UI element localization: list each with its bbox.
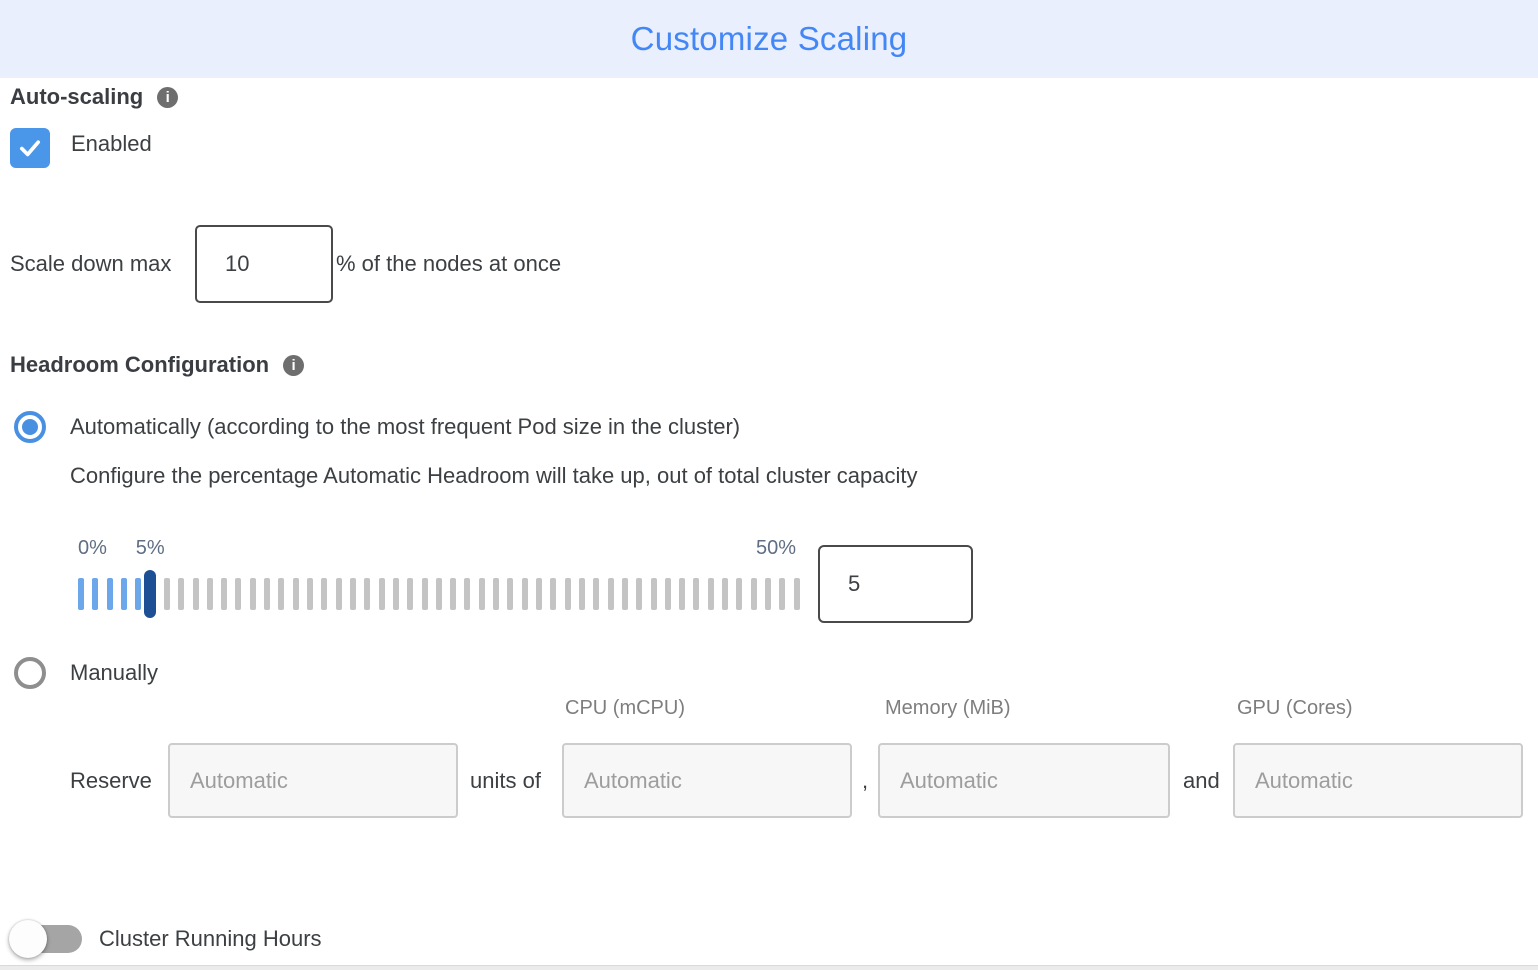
reserve-units-input[interactable]: [168, 743, 458, 818]
slider-tick: [421, 578, 428, 610]
slider-tick: [178, 578, 185, 610]
slider-tick: [407, 578, 414, 610]
slider-max-label: 50%: [755, 537, 796, 559]
slider-tick: [349, 578, 356, 610]
slider-tick: [736, 578, 743, 610]
slider-tick: [192, 578, 199, 610]
slider-tick: [507, 578, 514, 610]
cluster-running-hours-toggle[interactable]: [9, 920, 82, 958]
slider-tick: [650, 578, 657, 610]
slider-tick: [206, 578, 213, 610]
units-of-label: units of: [470, 768, 541, 793]
slider-tick: [679, 578, 686, 610]
slider-current-label: 5%: [135, 537, 165, 559]
headroom-percentage-input[interactable]: [818, 545, 973, 623]
slider-tick: [779, 578, 786, 610]
slider-tick: [636, 578, 643, 610]
slider-tick: [478, 578, 485, 610]
slider-tick: [536, 578, 542, 610]
slider-tick: [722, 578, 729, 610]
slider-min-label: 0%: [78, 537, 107, 559]
headroom-manual-radio[interactable]: [14, 657, 46, 689]
slider-tick: [221, 578, 228, 610]
slider-tick: [521, 578, 528, 610]
slider-tick: [593, 578, 600, 610]
slider-tick: [693, 578, 700, 610]
headroom-slider-handle[interactable]: [144, 570, 157, 618]
slider-tick: [278, 578, 285, 610]
slider-tick: [135, 578, 142, 610]
headroom-auto-option-row: Automatically (according to the most fre…: [14, 411, 740, 443]
comma-separator: ,: [862, 768, 869, 793]
slider-tick: [564, 578, 571, 610]
reserve-memory-input[interactable]: [878, 743, 1170, 818]
slider-tick: [292, 578, 299, 610]
headroom-manual-option-row: Manually: [14, 657, 158, 689]
slider-tick: [78, 578, 84, 610]
scale-down-suffix: % of the nodes at once: [336, 251, 562, 276]
autoscaling-enabled-label: Enabled: [71, 131, 152, 156]
scale-down-row: Scale down max % of the nodes at once: [0, 225, 1538, 303]
manual-reserve-row: Reserve units of , and: [0, 743, 1538, 818]
reserve-gpu-input[interactable]: [1233, 743, 1523, 818]
slider-tick: [664, 578, 671, 610]
slider-tick: [750, 578, 757, 610]
headroom-auto-radio[interactable]: [14, 411, 46, 443]
autoscaling-label: Auto-scaling: [10, 84, 144, 109]
memory-column-header: Memory (MiB): [885, 697, 1011, 719]
info-icon[interactable]: i: [157, 86, 179, 108]
slider-tick: [464, 578, 471, 610]
slider-tick: [550, 578, 557, 610]
slider-tick: [493, 578, 500, 610]
slider-tick: [163, 578, 170, 610]
cluster-running-hours-row: Cluster Running Hours: [9, 919, 322, 959]
and-label: and: [1183, 768, 1220, 793]
reserve-label: Reserve: [70, 768, 152, 793]
slider-tick: [364, 578, 371, 610]
slider-tick: [793, 578, 800, 610]
slider-tick: [307, 578, 313, 610]
scale-down-prefix: Scale down max: [10, 251, 172, 276]
slider-tick: [765, 578, 771, 610]
slider-tick: [378, 578, 385, 610]
panel-header: Customize Scaling: [0, 0, 1538, 78]
cluster-running-hours-label: Cluster Running Hours: [99, 926, 322, 951]
headroom-section-header: Headroom Configuration i: [10, 352, 305, 378]
slider-tick: [707, 578, 714, 610]
scale-down-max-input[interactable]: [195, 225, 333, 303]
toggle-knob-icon: [9, 920, 47, 958]
headroom-auto-radio-label: Automatically (according to the most fre…: [70, 414, 741, 439]
checkmark-icon: [19, 140, 41, 157]
slider-tick: [392, 578, 399, 610]
gpu-column-header: GPU (Cores): [1237, 697, 1353, 719]
slider-tick: [249, 578, 256, 610]
slider-tick: [450, 578, 457, 610]
headroom-slider-ticks[interactable]: [78, 570, 800, 618]
slider-tick: [435, 578, 442, 610]
info-icon[interactable]: i: [283, 354, 305, 376]
autoscaling-enabled-row: Enabled: [10, 128, 152, 168]
slider-tick: [578, 578, 585, 610]
headroom-label: Headroom Configuration: [10, 352, 270, 377]
bottom-divider: [0, 965, 1538, 970]
autoscaling-enabled-checkbox[interactable]: [10, 128, 50, 168]
slider-tick: [106, 578, 113, 610]
cpu-column-header: CPU (mCPU): [565, 697, 685, 719]
headroom-percentage-slider: 0% 5% 50%: [78, 537, 800, 618]
slider-tick: [321, 578, 328, 610]
slider-tick: [264, 578, 271, 610]
slider-labels: 0% 5% 50%: [78, 537, 800, 565]
slider-tick: [607, 578, 614, 610]
slider-tick: [621, 578, 628, 610]
slider-tick: [235, 578, 242, 610]
slider-tick: [120, 578, 127, 610]
autoscaling-section-header: Auto-scaling i: [10, 84, 179, 110]
reserve-cpu-input[interactable]: [562, 743, 852, 818]
slider-tick: [92, 578, 99, 610]
slider-tick: [335, 578, 342, 610]
headroom-auto-description: Configure the percentage Automatic Headr…: [70, 463, 918, 488]
page-title: Customize Scaling: [630, 20, 908, 57]
headroom-manual-radio-label: Manually: [70, 660, 159, 685]
